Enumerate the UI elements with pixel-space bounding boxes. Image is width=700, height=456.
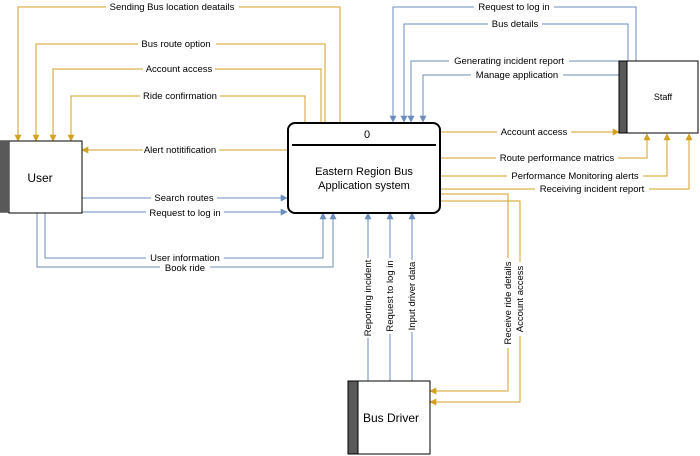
label-book-ride: Book ride bbox=[165, 263, 205, 274]
bus-driver-label: Bus Driver bbox=[363, 411, 419, 425]
label-account-access-staff: Account access bbox=[501, 127, 568, 138]
label-bus-details: Bus details bbox=[492, 19, 539, 30]
label-route-performance: Route performance matrics bbox=[500, 153, 615, 164]
user-label: User bbox=[27, 171, 52, 185]
user-entity: User bbox=[0, 140, 83, 214]
label-user-information: User information bbox=[150, 253, 220, 264]
label-reporting-incident: Reporting incident bbox=[363, 259, 374, 336]
label-sending-bus-location: Sending Bus location deatails bbox=[110, 2, 235, 13]
label-account-access-user: Account access bbox=[146, 64, 213, 75]
label-bus-route-option: Bus route option bbox=[141, 39, 210, 50]
label-ride-confirmation: Ride confirmation bbox=[143, 91, 217, 102]
bus-driver-entity: Bus Driver bbox=[347, 380, 431, 455]
process-eastern-region-bus: 0 Eastern Region Bus Application system bbox=[287, 122, 441, 214]
staff-label: Staff bbox=[654, 92, 673, 102]
label-generating-incident-report: Generating incident report bbox=[454, 56, 564, 67]
label-account-access-driver: Account access bbox=[515, 265, 526, 332]
staff-entity: Staff bbox=[618, 60, 699, 134]
flow-receiving-incident-report bbox=[440, 133, 693, 190]
process-id: 0 bbox=[364, 129, 370, 141]
label-request-login-driver: Request to log in bbox=[385, 260, 396, 331]
label-receiving-incident-report: Receiving incident report bbox=[540, 184, 645, 195]
label-request-login-staff: Request to log in bbox=[478, 2, 549, 13]
label-performance-alerts: Performance Monitoring alerts bbox=[511, 171, 638, 182]
label-request-login-user: Request to log in bbox=[149, 208, 220, 219]
label-alert-notification: Alert notitification bbox=[144, 145, 216, 156]
flow-labels: Sending Bus location deatails Bus route … bbox=[106, 1, 649, 348]
process-name-line1: Eastern Region Bus bbox=[315, 166, 413, 178]
flow-user-information bbox=[44, 212, 327, 259]
flow-account-access-user bbox=[49, 68, 322, 142]
label-manage-application: Manage application bbox=[476, 70, 558, 81]
flow-ride-confirmation bbox=[67, 95, 306, 142]
label-input-driver-data: Input driver data bbox=[407, 261, 418, 330]
label-receive-ride-details: Receive ride details bbox=[503, 261, 514, 344]
label-search-routes: Search routes bbox=[154, 193, 213, 204]
flow-manage-application bbox=[419, 74, 619, 123]
flow-receive-ride-details bbox=[429, 193, 509, 395]
process-name-line2: Application system bbox=[318, 180, 410, 192]
